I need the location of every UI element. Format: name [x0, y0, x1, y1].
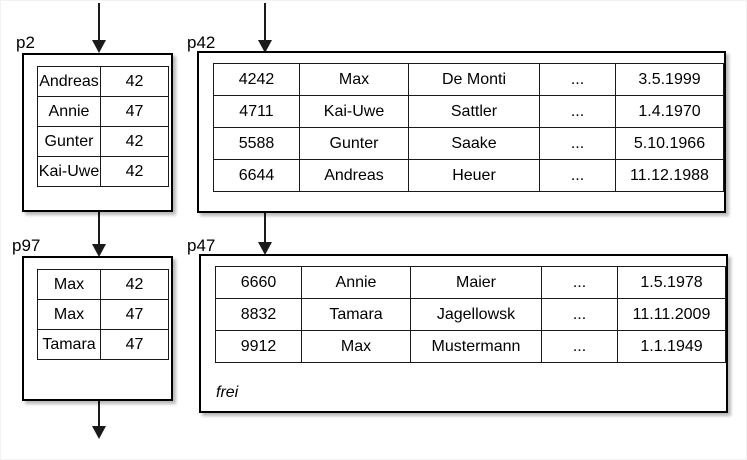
table-row[interactable]: Kai-Uwe 42 — [37, 156, 169, 187]
page-label-p2: p2 — [16, 33, 35, 52]
cell-more: ... — [541, 330, 618, 363]
table-row[interactable]: 4711 Kai-Uwe Sattler ... 1.4.1970 — [213, 95, 724, 128]
cell-value: 42 — [100, 66, 169, 97]
cell-firstname: Max — [299, 63, 409, 96]
cell-name: Max — [37, 299, 101, 330]
cell-lastname: Jagellowsk — [410, 298, 542, 331]
cell-date: 5.10.1966 — [615, 127, 724, 160]
cell-more: ... — [541, 266, 618, 299]
cell-value: 47 — [100, 96, 169, 127]
table-row[interactable]: 6644 Andreas Heuer ... 11.12.1988 — [213, 159, 724, 192]
cell-more: ... — [539, 63, 616, 96]
arrow-p42-to-p47 — [257, 211, 273, 255]
cell-lastname: Sattler — [408, 95, 540, 128]
arrow-into-p42 — [257, 3, 273, 53]
arrow-p2-to-p97 — [91, 211, 107, 257]
cell-date: 11.12.1988 — [615, 159, 724, 192]
cell-more: ... — [541, 298, 618, 331]
cell-id: 6660 — [215, 266, 302, 299]
cell-lastname: Heuer — [408, 159, 540, 192]
cell-value: 47 — [100, 299, 169, 330]
page-label-p47: p47 — [187, 236, 216, 255]
cell-firstname: Tamara — [301, 298, 411, 331]
cell-value: 42 — [100, 126, 169, 157]
table-row[interactable]: 6660 Annie Maier ... 1.5.1978 — [215, 266, 726, 299]
index-table-p2: Andreas 42 Annie 47 Gunter 42 Kai-Uwe 42 — [37, 66, 169, 187]
cell-date: 1.1.1949 — [617, 330, 726, 363]
cell-value: 47 — [100, 329, 169, 360]
cell-id: 4242 — [213, 63, 300, 96]
cell-firstname: Annie — [301, 266, 411, 299]
cell-more: ... — [539, 127, 616, 160]
table-row[interactable]: 8832 Tamara Jagellowsk ... 11.11.2009 — [215, 298, 726, 331]
cell-date: 11.11.2009 — [617, 298, 726, 331]
cell-id: 8832 — [215, 298, 302, 331]
arrow-out-of-p97 — [91, 400, 107, 439]
data-table-p47: 6660 Annie Maier ... 1.5.1978 8832 Tamar… — [215, 266, 726, 363]
cell-lastname: Maier — [410, 266, 542, 299]
cell-firstname: Andreas — [299, 159, 409, 192]
cell-firstname: Kai-Uwe — [299, 95, 409, 128]
cell-id: 6644 — [213, 159, 300, 192]
cell-date: 3.5.1999 — [615, 63, 724, 96]
cell-lastname: De Monti — [408, 63, 540, 96]
table-row[interactable]: Annie 47 — [37, 96, 169, 127]
cell-lastname: Mustermann — [410, 330, 542, 363]
cell-name: Max — [37, 269, 101, 300]
cell-name: Tamara — [37, 329, 101, 360]
cell-name: Andreas — [37, 66, 101, 97]
table-row[interactable]: Tamara 47 — [37, 329, 169, 360]
cell-more: ... — [539, 95, 616, 128]
cell-name: Gunter — [37, 126, 101, 157]
cell-more: ... — [539, 159, 616, 192]
table-row[interactable]: 9912 Max Mustermann ... 1.1.1949 — [215, 330, 726, 363]
cell-id: 5588 — [213, 127, 300, 160]
page-label-p97: p97 — [12, 236, 41, 255]
cell-value: 42 — [100, 156, 169, 187]
cell-name: Kai-Uwe — [37, 156, 101, 187]
cell-id: 9912 — [215, 330, 302, 363]
cell-date: 1.4.1970 — [615, 95, 724, 128]
table-row[interactable]: 4242 Max De Monti ... 3.5.1999 — [213, 63, 724, 96]
table-row[interactable]: Gunter 42 — [37, 126, 169, 157]
table-row[interactable]: 5588 Gunter Saake ... 5.10.1966 — [213, 127, 724, 160]
index-table-p97: Max 42 Max 47 Tamara 47 — [37, 269, 169, 360]
table-row[interactable]: Max 47 — [37, 299, 169, 330]
page-label-p42: p42 — [187, 33, 216, 52]
table-row[interactable]: Andreas 42 — [37, 66, 169, 97]
data-table-p42: 4242 Max De Monti ... 3.5.1999 4711 Kai-… — [213, 63, 724, 192]
cell-firstname: Max — [301, 330, 411, 363]
cell-name: Annie — [37, 96, 101, 127]
table-row[interactable]: Max 42 — [37, 269, 169, 300]
cell-date: 1.5.1978 — [617, 266, 726, 299]
arrow-into-p2 — [91, 3, 107, 53]
free-space-label: frei — [216, 384, 239, 401]
cell-value: 42 — [100, 269, 169, 300]
cell-id: 4711 — [213, 95, 300, 128]
cell-firstname: Gunter — [299, 127, 409, 160]
cell-lastname: Saake — [408, 127, 540, 160]
